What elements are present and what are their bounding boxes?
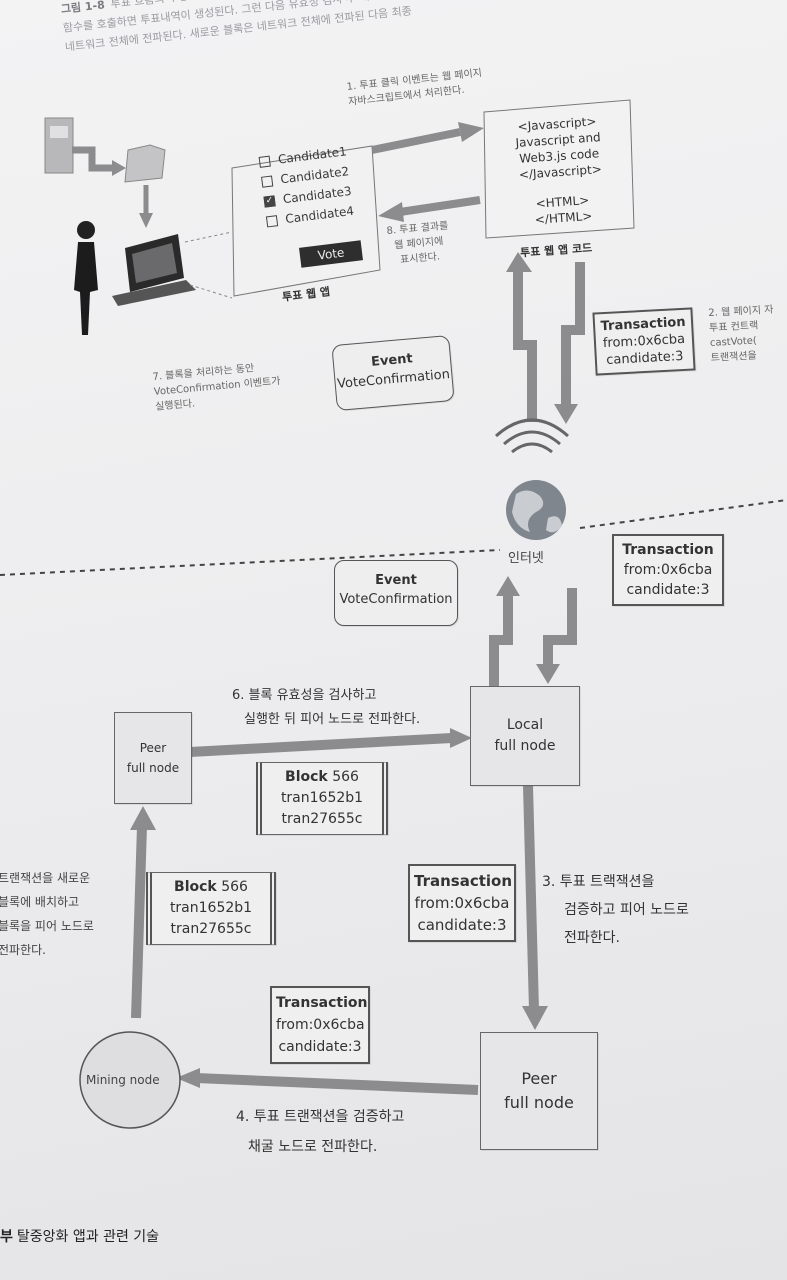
event-title: Event xyxy=(375,573,417,588)
footer-part: 부 xyxy=(0,1229,13,1245)
block-box-lower: Block 566 tran1652b1 tran27655c xyxy=(146,872,276,945)
note-line: 전파한다. xyxy=(0,943,46,957)
voter-person-icon xyxy=(74,221,98,335)
internet-label: 인터넷 xyxy=(508,551,544,566)
transaction-title: Transaction xyxy=(622,542,714,558)
event-box-top: Event VoteConfirmation xyxy=(331,334,455,412)
checkbox-icon[interactable] xyxy=(265,215,279,228)
step4-arrow xyxy=(195,1073,479,1095)
note-line: 블록을 피어 노드로 xyxy=(0,919,94,933)
step8-arrow xyxy=(399,196,481,216)
block-tx: tran1652b1 xyxy=(169,900,253,916)
step3-note: 3. 투표 트랙잭션을 검증하고 피어 노드로 전파한다. xyxy=(542,868,689,952)
note-line: 검증하고 피어 노드로 xyxy=(564,902,689,918)
block-number: 566 xyxy=(221,879,248,895)
transaction-candidate: candidate:3 xyxy=(605,348,684,368)
transaction-from: from:0x6cba xyxy=(623,562,713,578)
code-to-internet-arrow xyxy=(561,262,585,408)
kiosk-to-folder-arrow xyxy=(72,146,112,172)
mining-node-label: Mining node xyxy=(86,1073,160,1087)
event-body: VoteConfirmation xyxy=(339,592,453,607)
globe-icon xyxy=(506,480,566,540)
transaction-from: from:0x6cba xyxy=(414,894,510,912)
step5-note: 트랜잭션을 새로운 블록에 배치하고 블록을 피어 노드로 전파한다. xyxy=(0,866,94,962)
note-line: 6. 블록 유효성을 검사하고 xyxy=(232,688,377,703)
transaction-candidate: candidate:3 xyxy=(417,916,507,934)
step5-arrow xyxy=(131,825,147,1019)
transaction-candidate: candidate:3 xyxy=(278,1039,362,1055)
wifi-signal-icon xyxy=(495,418,569,454)
event-box-lower: Event VoteConfirmation xyxy=(334,560,458,626)
internet-to-local-arrow xyxy=(543,588,577,668)
zoom-guide-line-top xyxy=(184,231,233,243)
local-full-node: Local full node xyxy=(470,686,580,786)
step6-arrow xyxy=(189,733,453,757)
laptop-icon xyxy=(112,234,196,306)
note-line: 블록에 배치하고 xyxy=(0,895,80,909)
node-label: Peer xyxy=(521,1069,557,1088)
candidate-list: Candidate1 Candidate2 ✓Candidate3 Candid… xyxy=(258,141,355,231)
block-box-upper: Block 566 tran1652b1 tran27655c xyxy=(256,762,388,835)
step4-note: 4. 투표 트랜잭션을 검증하고 채굴 노드로 전파한다. xyxy=(236,1102,404,1162)
transaction-from: from:0x6cba xyxy=(276,1017,365,1033)
transaction-title: Transaction xyxy=(414,872,513,890)
node-label: full node xyxy=(126,761,180,775)
note-line: 전파한다. xyxy=(564,930,620,946)
block-number: 566 xyxy=(332,769,359,785)
node-label: Peer xyxy=(139,741,167,755)
code-box-text: <Javascript> Javascript and Web3.js code… xyxy=(490,104,630,231)
code-box-frame xyxy=(483,99,635,239)
step3-arrow xyxy=(523,785,539,1011)
node-label: full node xyxy=(494,738,556,754)
step2-note: 2. 웹 페이지 자 투표 컨트랙 castVote( 트랜잭션을 xyxy=(708,303,776,366)
transaction-box-right: Transaction from:0x6cba candidate:3 xyxy=(612,534,724,606)
local-to-internet-arrow xyxy=(489,592,513,688)
note-line: 실행한 뒤 피어 노드로 전파한다. xyxy=(244,712,421,727)
transaction-box-lower: Transaction from:0x6cba candidate:3 xyxy=(270,986,370,1064)
network-boundary-dashed-line xyxy=(0,499,787,576)
peer-full-node-bottom: Peer full node xyxy=(480,1032,598,1150)
checkbox-icon[interactable] xyxy=(258,155,271,168)
note-line: 3. 투표 트랙잭션을 xyxy=(542,874,655,890)
node-label: Local xyxy=(506,717,544,733)
checkbox-icon[interactable] xyxy=(261,175,274,188)
note-line: 채굴 노드로 전파한다. xyxy=(248,1139,378,1155)
step8-note: 8. 투표 결과를 웹 페이지에 표시한다. xyxy=(386,219,452,269)
internet-to-code-arrow xyxy=(513,268,537,422)
step6-note: 6. 블록 유효성을 검사하고 실행한 뒤 피어 노드로 전파한다. xyxy=(232,684,420,732)
transaction-box-middle: Transaction from:0x6cba candidate:3 xyxy=(408,864,516,942)
note-line: 4. 투표 트랜잭션을 검증하고 xyxy=(236,1109,405,1125)
block-title: Block xyxy=(174,879,217,895)
folder-icon xyxy=(124,144,166,183)
transaction-candidate: candidate:3 xyxy=(626,582,710,598)
transaction-title: Transaction xyxy=(276,995,368,1011)
transaction-box-top: Transaction from:0x6cba candidate:3 xyxy=(592,307,696,376)
mining-node-shape xyxy=(79,1031,181,1129)
peer-full-node-top: Peer full node xyxy=(114,712,192,804)
block-title: Block xyxy=(285,769,328,785)
node-label: full node xyxy=(504,1093,574,1112)
zoom-guide-line-bottom xyxy=(189,284,233,299)
block-tx: tran1652b1 xyxy=(280,790,364,806)
note-line: 트랜잭션을 새로운 xyxy=(0,871,91,885)
footer-title: 탈중앙화 앱과 관련 기술 xyxy=(16,1229,160,1245)
block-tx: tran27655c xyxy=(170,921,252,937)
checked-checkbox-icon[interactable]: ✓ xyxy=(263,195,276,208)
step1-arrow xyxy=(371,128,461,154)
block-tx: tran27655c xyxy=(281,811,363,827)
kiosk-icon xyxy=(44,117,74,174)
